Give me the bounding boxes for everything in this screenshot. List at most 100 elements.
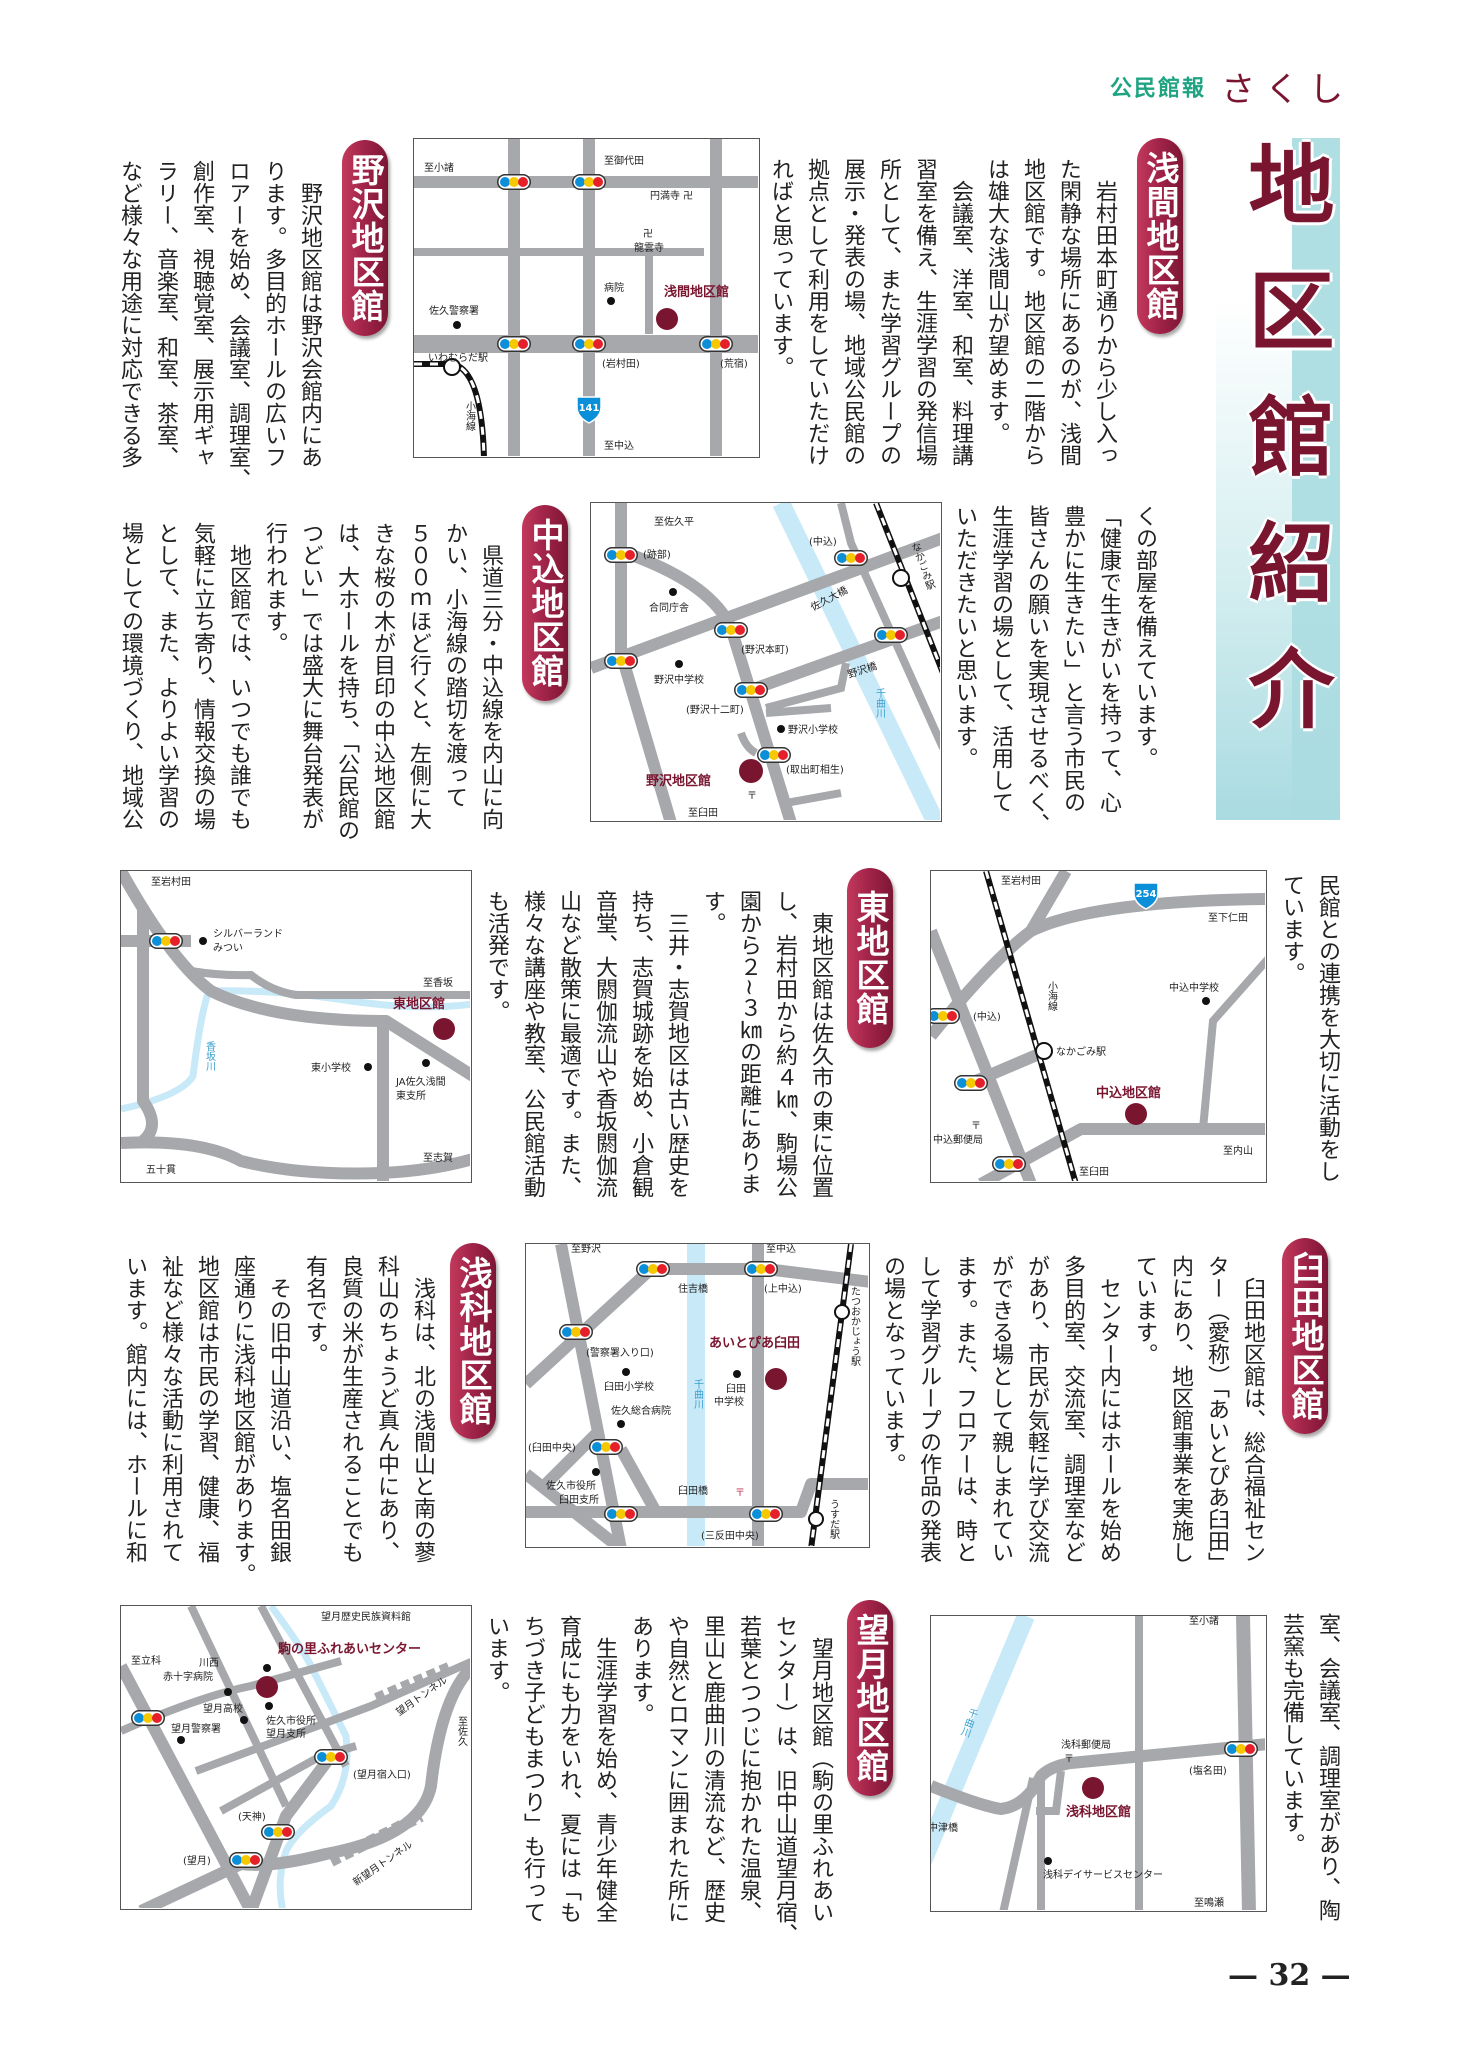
river-label: 千曲川: [874, 688, 886, 718]
post-office-icon: 〒: [1064, 1754, 1074, 1765]
map-label: (臼田中央): [528, 1441, 576, 1454]
map-label: 至志賀: [423, 1151, 453, 1164]
map-label: 至佐久: [456, 1716, 468, 1747]
asashina-text: 浅科は、北の浅間山と南の蓼 科山のちょうど真ん中にあり、 良質の米が生産されるこ…: [122, 1255, 435, 1585]
map-higashi: 至岩村田 シルバーランド みつい 至香坂 東地区館 香坂川 東小学校 JA佐久浅…: [120, 870, 472, 1183]
badge-label: 浅科地区館: [454, 1256, 493, 1426]
map-label: (中込): [973, 1010, 1001, 1023]
map-hall-label: あいとぴあ臼田: [709, 1335, 800, 1351]
map-label: (野沢十二町): [686, 703, 744, 716]
route-254-shield: 254: [1136, 889, 1157, 900]
page-number: — 32 —: [1228, 1958, 1351, 1993]
usuda-text: 臼田地区館は、総合福祉セン ター（愛称）「あいとぴあ臼田」 内にあり、地区館事業…: [880, 1255, 1265, 1574]
badge-mochizuki: 望月地区館: [847, 1600, 893, 1796]
publication-name: さくし: [1221, 70, 1354, 110]
map-label: 至中込: [766, 1244, 796, 1255]
map-label: 至小諸: [1189, 1616, 1219, 1627]
nozawa-text-continued: くの部屋を備えています。 「健康で生きがいを持って、心 豊かに生きたい」と言う市…: [952, 505, 1157, 835]
map-label: 小海線: [464, 401, 476, 431]
map-label: うすだ駅: [828, 1499, 840, 1540]
map-hall-label: 中込地区館: [1096, 1085, 1161, 1101]
publication-label: 公民館報: [1110, 75, 1207, 102]
map-label: いわむらだ駅: [428, 352, 488, 364]
map-label: 住吉橋: [678, 1282, 708, 1295]
title-banner-fade: [1216, 300, 1340, 820]
route-141-shield: 141: [579, 403, 600, 414]
map-label: (望月): [183, 1854, 211, 1867]
map-label: (警察署入り口): [586, 1346, 654, 1359]
map-label: 至野沢: [571, 1244, 601, 1255]
map-label: (上中込): [764, 1282, 802, 1295]
asashina-text-continued: 室、会議室、調理室があり、陶 芸窯も完備しています。: [1279, 1613, 1340, 1921]
map-label: 佐久総合病院: [611, 1404, 671, 1417]
map-hall-label: 東地区館: [393, 996, 445, 1012]
map-label: 至御代田: [604, 154, 644, 167]
nakagomi-text: 県道三分・中込線を内山に向 かい、小海線の踏切を渡って ５００ｍほど行くと、左側…: [118, 522, 503, 841]
map-mochizuki: 望月歴史民族資料館 駒の里ふれあいセンター 至立科 川西 赤十字病院 望月高校 …: [120, 1605, 472, 1910]
map-label: (荒宿): [720, 357, 748, 370]
map-label: 龍雲寺: [634, 241, 664, 254]
map-label: JA佐久浅間: [395, 1075, 446, 1088]
map-label: 中込中学校: [1169, 981, 1219, 994]
map-label: 浅科郵便局: [1061, 1738, 1111, 1751]
map-label: 臼田小学校: [604, 1380, 654, 1393]
map-label: (中込): [809, 535, 837, 548]
map-label: 中津橋: [931, 1821, 958, 1834]
map-label: (天神): [238, 1810, 266, 1823]
badge-label: 東地区館: [851, 890, 890, 1026]
map-label: 中学校: [714, 1395, 744, 1408]
map-hall-label: 駒の里ふれあいセンター: [277, 1641, 421, 1657]
map-label: みつい: [213, 943, 243, 954]
map-label: 赤十字病院: [163, 1670, 213, 1683]
map-label: 浅科デイサービスセンター: [1043, 1868, 1163, 1881]
map-label: シルバーランド: [213, 928, 283, 940]
nakagomi-text-continued: 民館との連携を大切に活動をし ています。: [1279, 874, 1340, 1182]
map-asashina: 至小諸 千曲川 浅科郵便局 〒 (塩名田) 浅科地区館 中津橋 浅科デイサービス…: [930, 1615, 1267, 1912]
map-label: 至香坂: [423, 977, 453, 989]
map-label: 至臼田: [688, 807, 718, 819]
map-label: 至立科: [131, 1654, 161, 1667]
map-label: 佐久市役所: [546, 1479, 596, 1492]
post-office-icon: 〒: [747, 791, 757, 802]
map-label: 至内山: [1223, 1144, 1253, 1157]
map-label: 川西: [199, 1658, 219, 1669]
map-label: 至中込: [604, 439, 634, 452]
map-nakagomi: 至岩村田 254 至下仁田 小海線 中込中学校 (中込) なかごみ駅 中込地区館…: [930, 870, 1267, 1183]
river-label: 千曲川: [692, 1379, 704, 1409]
map-nozawa: 至佐久平 (跡部) (中込) なかごみ駅 合同庁舎 佐久大橋 (野沢本町) 野沢…: [590, 502, 942, 822]
map-label: 望月高校: [203, 1702, 243, 1715]
map-label: 至臼田: [1079, 1166, 1109, 1178]
temple-icon: 卍: [643, 228, 653, 240]
map-label: (岩村田): [602, 357, 640, 370]
map-label: たつおかじょう駅: [849, 1286, 861, 1367]
map-label: 至小諸: [424, 161, 454, 174]
badge-nozawa: 野沢地区館: [342, 140, 388, 336]
page-title: 地区館紹介: [1233, 140, 1334, 770]
badge-label: 野沢地区館: [346, 153, 385, 323]
map-label: 望月歴史民族資料館: [321, 1610, 411, 1623]
badge-label: 中込地区館: [526, 518, 565, 688]
map-label: 中込郵便局: [933, 1133, 983, 1146]
map-label: 臼田: [726, 1383, 746, 1395]
map-label: (望月宿入口): [353, 1768, 411, 1781]
badge-higashi: 東地区館: [847, 868, 893, 1048]
badge-label: 臼田地区館: [1286, 1251, 1325, 1421]
nozawa-text: 野沢地区館は野沢会館内にあ ります。多目的ホールの広いフ ロアーを始め、会議室、…: [117, 160, 322, 490]
map-label: 佐久市役所: [266, 1714, 316, 1727]
map-label: 野沢小学校: [788, 723, 838, 736]
post-office-icon: 〒: [735, 1488, 745, 1499]
map-label: 合同庁舎: [649, 601, 689, 614]
map-label: 病院: [604, 281, 624, 294]
map-label: 至岩村田: [151, 875, 191, 888]
river-label: 香坂川: [204, 1041, 216, 1071]
map-hall-label: 浅科地区館: [1066, 1804, 1131, 1820]
badge-label: 望月地区館: [851, 1613, 890, 1783]
map-label: 円満寺 卍: [650, 190, 693, 202]
map-label: 至岩村田: [1001, 874, 1041, 887]
map-hall-label: 浅間地区館: [664, 284, 729, 300]
map-label: なかごみ駅: [1056, 1045, 1106, 1058]
map-label: (塩名田): [1189, 1764, 1227, 1777]
asama-text: 岩村田本町通りから少し入っ た閑静な場所にあるのが、浅間 地区館です。地区館の二…: [768, 158, 1117, 466]
map-label: 至佐久平: [654, 516, 694, 528]
badge-asama: 浅間地区館: [1137, 138, 1183, 334]
